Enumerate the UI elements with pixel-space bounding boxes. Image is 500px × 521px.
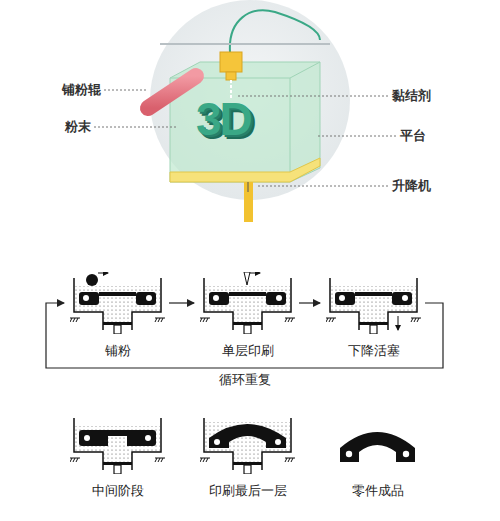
stage-figure: 零件成品 (328, 412, 427, 500)
machine-figure (200, 412, 295, 474)
machine-figure (200, 272, 295, 334)
flow-arrow (46, 303, 443, 368)
part-label: 粉末 (65, 118, 91, 136)
leader-lines (94, 90, 396, 186)
elevator-rod (244, 182, 253, 222)
stage-figure: 下降活塞 (324, 272, 423, 360)
backdrop-circle (150, 0, 350, 200)
stage-figure: 中间阶段 (68, 412, 167, 500)
stage-caption: 印刷最后一层 (198, 482, 297, 500)
printed-object-text: 3D (196, 92, 251, 146)
machine-figure (330, 412, 425, 474)
edge-label: 循环重复 (216, 371, 274, 389)
print-head (220, 52, 242, 72)
stage-figure: 铺粉 (68, 272, 167, 360)
flow-arrow (169, 302, 194, 303)
stage-caption: 零件成品 (328, 482, 427, 500)
filament (230, 10, 320, 52)
rail (160, 43, 330, 45)
stage-caption: 铺粉 (68, 342, 167, 360)
machine-figure (70, 272, 165, 334)
machine-figure (326, 272, 421, 334)
part-label: 铺粉辊 (62, 81, 101, 99)
part-label: 升降机 (392, 177, 431, 195)
powder-roller (148, 76, 196, 108)
stage-figure: 单层印刷 (198, 272, 297, 360)
stage-caption: 中间阶段 (68, 482, 167, 500)
flow-arrow (299, 302, 320, 303)
part-label: 黏结剂 (392, 87, 431, 105)
platform (170, 158, 320, 182)
stage-caption: 单层印刷 (198, 342, 297, 360)
part-label: 平台 (400, 127, 426, 145)
stage-caption: 下降活塞 (324, 342, 423, 360)
machine-figure (70, 412, 165, 474)
stage-figure: 印刷最后一层 (198, 412, 297, 500)
